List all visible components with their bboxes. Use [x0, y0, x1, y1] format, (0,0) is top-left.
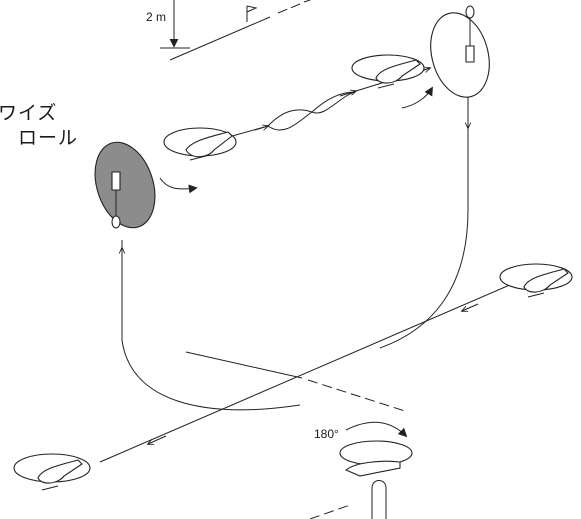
helicopter-icon	[111, 171, 121, 229]
ground-line	[185, 351, 303, 379]
maneuver-label-line1: ワイズ	[0, 103, 58, 124]
maneuver-label-line2: ロール	[18, 128, 79, 149]
helicopter-icon	[351, 54, 425, 89]
flight-path-curve-left	[121, 240, 301, 411]
height-label: 2 m	[146, 10, 167, 24]
flight-path-diagonal	[99, 283, 513, 463]
helicopter-icon	[13, 453, 91, 491]
height-marker	[160, 0, 190, 49]
flag-icon	[246, 5, 258, 22]
helicopter-icon	[465, 5, 475, 63]
turn-label: 180°	[314, 427, 339, 441]
helicopter-icon	[163, 127, 237, 161]
top-guide-line	[169, 0, 311, 61]
rotor-disk-shaded	[94, 141, 156, 229]
rotation-arrow-icon	[159, 177, 198, 194]
flight-path-curve-right	[379, 130, 469, 349]
helicopter-icon	[499, 263, 573, 298]
helicopter-icon	[339, 440, 413, 477]
rotor-disk-upper	[430, 12, 490, 98]
